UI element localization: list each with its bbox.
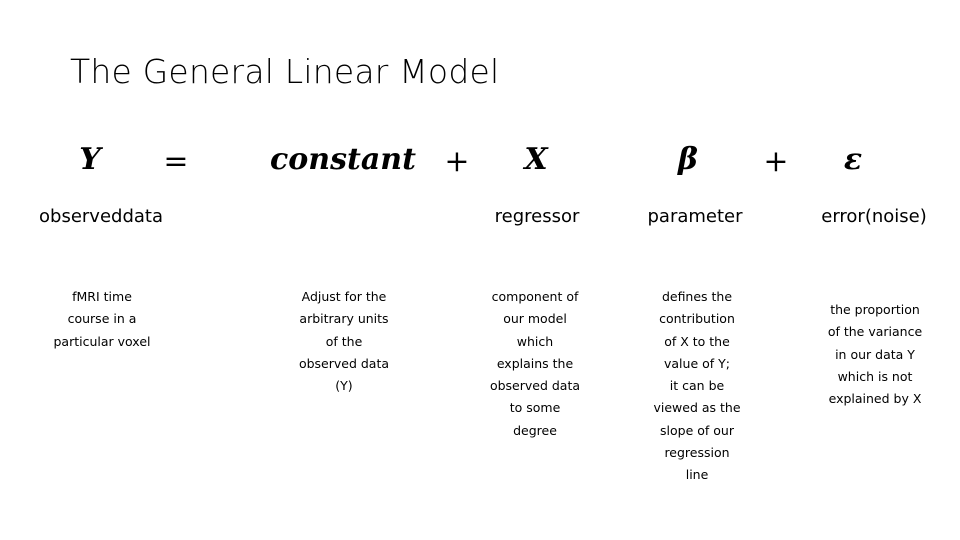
description-parameter: defines the contribution of X to the value … <box>622 286 772 486</box>
description-observed-data: fMRI time course in a particular voxel <box>24 286 180 353</box>
text-line: viewed as the <box>653 400 741 416</box>
equation-term-x: X <box>524 142 548 177</box>
label-error-noise: error(noise) <box>796 206 952 228</box>
description-error-noise: the proportion of the variance in our data… <box>798 299 952 410</box>
text-line: to some <box>509 400 561 416</box>
equation-operator-plus-1: + <box>444 144 470 179</box>
description-regressor: component of our model which explains the ob… <box>458 286 612 442</box>
equation-term-y: Y <box>79 142 101 177</box>
text-line: course in a <box>67 311 137 327</box>
text-line: of X to the <box>664 333 730 349</box>
text-line: component of <box>491 289 579 304</box>
equation-term-epsilon: ε <box>843 142 863 177</box>
text-line: (noise) <box>864 206 927 227</box>
text-line: of the variance <box>827 324 923 340</box>
text-line: defines the <box>661 289 733 304</box>
text-line: in our data Y <box>835 346 915 362</box>
label-observed-data: observeddata <box>20 206 182 228</box>
equation-term-beta: β <box>678 142 698 177</box>
equation-term-constant: constant <box>270 142 416 177</box>
text-line: contribution <box>659 311 735 327</box>
text-line: (Y) <box>335 378 353 393</box>
text-line: explained by X <box>828 391 922 406</box>
page-title: The General Linear Model <box>70 52 500 91</box>
description-constant: Adjust for the arbitrary units of the obser… <box>262 286 426 397</box>
text-line: Adjust for the <box>301 289 387 304</box>
text-line: it can be <box>669 378 725 393</box>
text-line: error <box>821 206 865 227</box>
text-line: observed data <box>489 378 581 393</box>
text-line: explains the <box>496 355 574 371</box>
text-line: fMRI time <box>72 289 132 304</box>
text-line: particular voxel <box>53 333 151 349</box>
equation-operator-plus-2: + <box>763 144 789 179</box>
text-line: line <box>685 467 709 482</box>
text-line: our model <box>503 311 567 327</box>
text-line: of the <box>325 333 363 349</box>
text-line: which is not <box>837 368 913 384</box>
text-line: the proportion <box>830 302 920 317</box>
text-line: observed <box>39 206 123 227</box>
text-line: arbitrary units <box>299 311 389 327</box>
text-line: which <box>516 333 554 349</box>
text-line: value of Y; <box>664 355 730 371</box>
equation-operator-equals: = <box>163 144 189 179</box>
label-regressor: regressor <box>494 206 580 227</box>
label-parameter: parameter <box>647 206 743 227</box>
text-line: regression <box>664 444 730 460</box>
text-line: observed data <box>298 355 390 371</box>
text-line: slope of our <box>660 422 734 438</box>
text-line: data <box>122 206 163 227</box>
text-line: degree <box>513 422 557 438</box>
